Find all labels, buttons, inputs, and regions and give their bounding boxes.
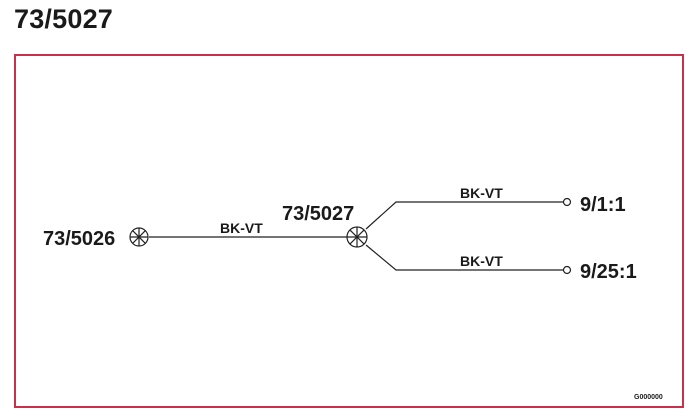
page-title: 73/5027 — [14, 4, 113, 34]
wire-branch-b — [365, 244, 563, 271]
node-label-junction: 73/5027 — [282, 203, 354, 225]
node-label-source: 73/5026 — [43, 228, 115, 250]
reference-code: G000000 — [634, 394, 663, 401]
terminal-icon — [562, 265, 572, 275]
node-label-terminal-a: 9/1:1 — [580, 194, 626, 216]
wire-label-main: BK-VT — [220, 220, 263, 236]
node-label-terminal-b: 9/25:1 — [580, 261, 637, 283]
wire-label-branch-b: BK-VT — [460, 253, 503, 269]
terminal-icon — [562, 197, 572, 207]
wire-branch-a — [365, 201, 563, 230]
wire-label-branch-a: BK-VT — [460, 185, 503, 201]
splice-icon — [129, 227, 149, 247]
splice-icon — [346, 226, 368, 248]
diagram-frame — [14, 54, 684, 408]
